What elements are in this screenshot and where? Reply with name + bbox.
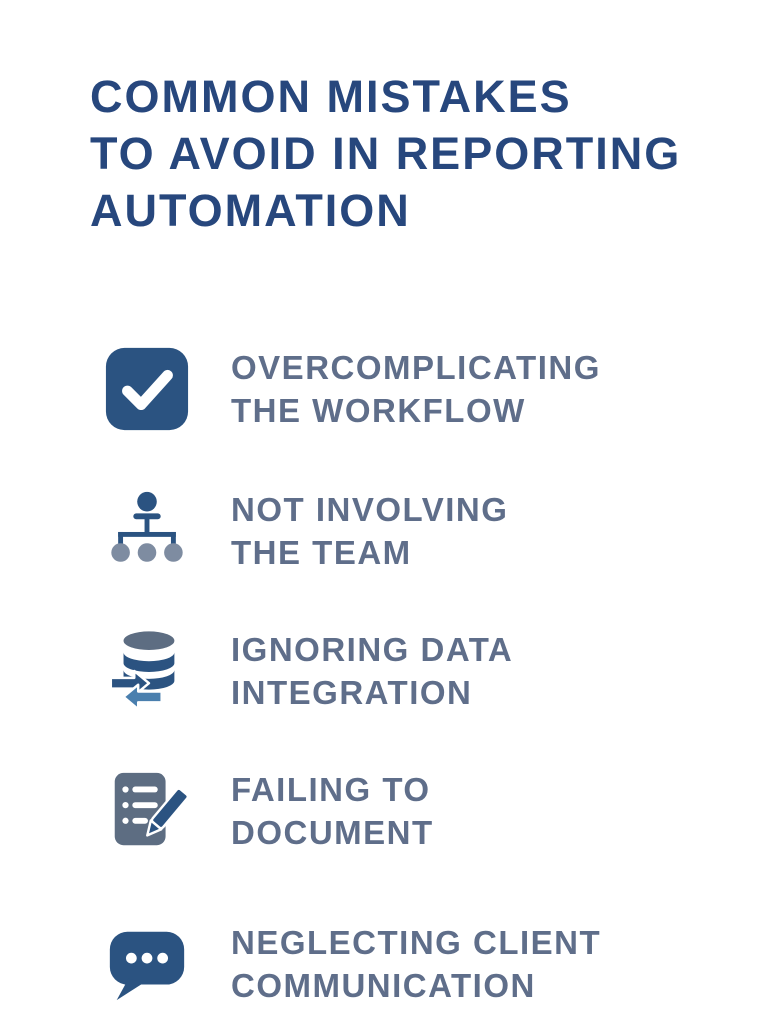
item-label: FAILING TO DOCUMENT <box>231 768 434 854</box>
title-line-1: COMMON MISTAKES <box>90 71 572 122</box>
item-label-line-1: NOT INVOLVING <box>231 491 509 528</box>
list-item-data-integration: IGNORING DATA INTEGRATION <box>103 627 513 715</box>
item-label-line-2: COMMUNICATION <box>231 967 536 1004</box>
team-hierarchy-icon <box>103 487 191 575</box>
item-label-line-2: THE WORKFLOW <box>231 392 526 429</box>
item-label: NOT INVOLVING THE TEAM <box>231 488 508 574</box>
item-label: OVERCOMPLICATING THE WORKFLOW <box>231 346 601 432</box>
item-label: IGNORING DATA INTEGRATION <box>231 628 513 714</box>
item-label-line-2: DOCUMENT <box>231 814 434 851</box>
list-item-client-communication: NEGLECTING CLIENT COMMUNICATION <box>103 920 601 1008</box>
list-item-overcomplicating: OVERCOMPLICATING THE WORKFLOW <box>103 345 601 433</box>
list-item-not-involving-team: NOT INVOLVING THE TEAM <box>103 487 508 575</box>
checkmark-icon <box>103 345 191 433</box>
database-sync-icon <box>103 627 191 715</box>
item-label-line-2: THE TEAM <box>231 534 412 571</box>
document-pencil-icon <box>103 767 191 855</box>
title-line-2: TO AVOID IN REPORTING <box>90 128 682 179</box>
item-label-line-1: IGNORING DATA <box>231 631 514 668</box>
item-label: NEGLECTING CLIENT COMMUNICATION <box>231 921 601 1007</box>
item-label-line-1: NEGLECTING CLIENT <box>231 924 602 961</box>
list-item-failing-to-document: FAILING TO DOCUMENT <box>103 767 434 855</box>
title-line-3: AUTOMATION <box>90 185 411 236</box>
page-title: COMMON MISTAKES TO AVOID IN REPORTING AU… <box>90 68 681 239</box>
chat-bubble-icon <box>103 920 191 1008</box>
item-label-line-2: INTEGRATION <box>231 674 473 711</box>
item-label-line-1: OVERCOMPLICATING <box>231 349 601 386</box>
item-label-line-1: FAILING TO <box>231 771 431 808</box>
